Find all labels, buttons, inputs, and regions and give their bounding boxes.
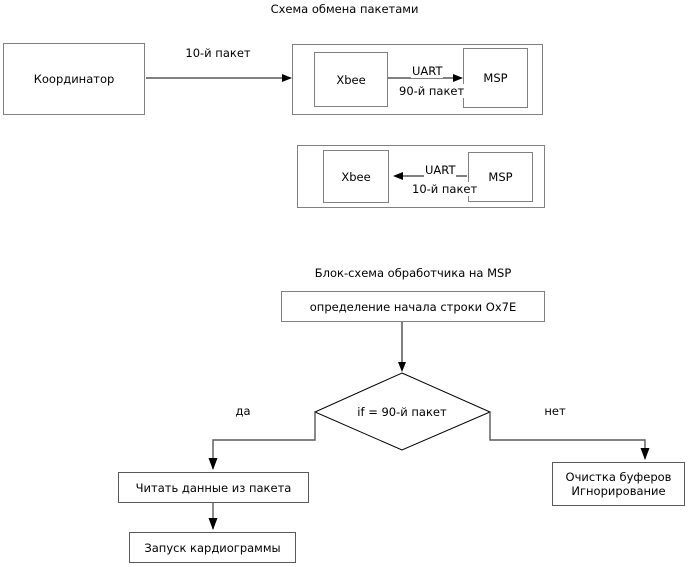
branch-yes-path: [208, 412, 316, 470]
flowchart-title: Блок-схема обработчика на MSP: [314, 266, 512, 280]
label-packet-downlink: 90-й пакет: [398, 84, 466, 98]
box-clear-buffers-line2: Игнорирование: [571, 484, 666, 498]
box-xbee-downlink-label: Xbee: [336, 72, 366, 87]
box-start-cardiogram: Запуск кардиограммы: [129, 532, 296, 563]
box-msp-uplink-label: MSP: [488, 170, 513, 184]
box-msp-downlink: MSP: [463, 48, 528, 108]
packet-scheme-title: Схема обмена пакетами: [270, 2, 419, 16]
branch-no-path: [489, 412, 650, 460]
box-clear-buffers-ignore: Очистка буферов Игнорирование: [552, 462, 685, 506]
box-clear-buffers-line1: Очистка буферов: [565, 470, 672, 484]
box-detect-frame-start-label: определение начала строки Ox7E: [309, 299, 517, 314]
box-detect-frame-start: определение начала строки Ox7E: [281, 291, 545, 322]
box-start-cardiogram-label: Запуск кардиограммы: [144, 540, 281, 555]
box-read-packet-data: Читать данные из пакета: [118, 472, 309, 503]
group-uplink-container: [297, 145, 545, 208]
label-uart-downlink: UART: [411, 64, 444, 78]
box-xbee-downlink: Xbee: [314, 52, 388, 107]
label-uart-uplink: UART: [424, 163, 457, 177]
decision-diamond: [313, 372, 492, 451]
box-xbee-uplink: Xbee: [323, 150, 389, 203]
label-packet-uplink: 10-й пакет: [411, 182, 479, 196]
group-downlink-container: [292, 44, 543, 115]
box-xbee-uplink-label: Xbee: [341, 169, 371, 184]
box-msp-uplink: MSP: [468, 152, 533, 202]
box-read-packet-data-label: Читать данные из пакета: [135, 480, 292, 495]
box-coordinator-label: Координатор: [33, 72, 115, 86]
box-msp-downlink-label: MSP: [483, 71, 508, 85]
decision-label: if = 90-й пакет: [357, 405, 447, 419]
box-coordinator: Координатор: [3, 43, 145, 115]
